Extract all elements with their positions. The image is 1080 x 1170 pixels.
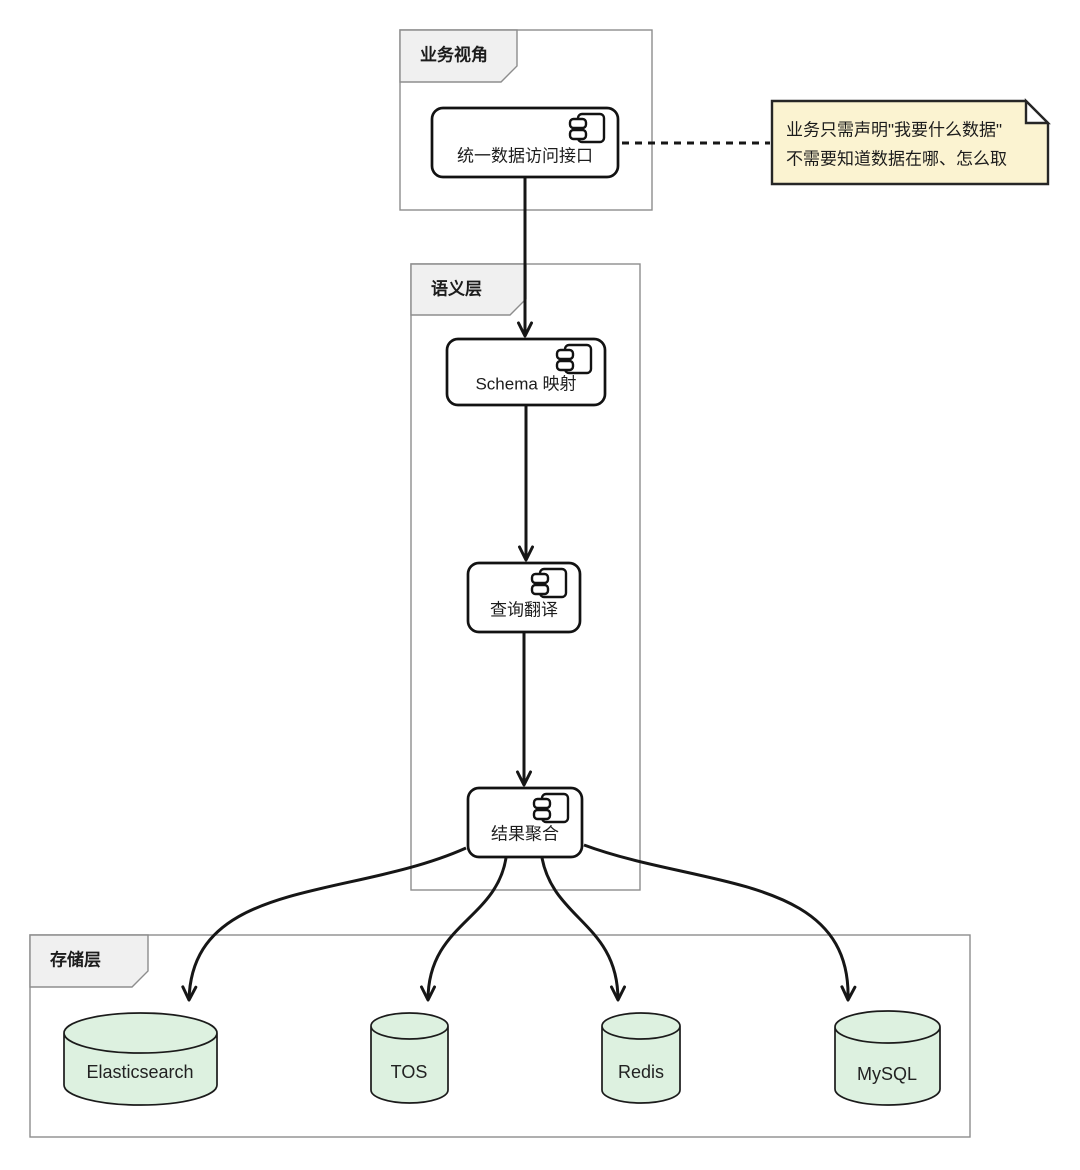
cylinder-redis [601, 1012, 681, 1104]
node-schema-label: Schema 映射 [475, 374, 577, 394]
node-schema [445, 337, 607, 407]
edge-aggregate-to-redis [540, 857, 626, 1002]
note-callout [770, 98, 1051, 186]
store-redis-label: Redis [617, 1062, 665, 1082]
edge-aggregate-to-elasticsearch [181, 846, 467, 1002]
node-api [430, 106, 620, 179]
component-icon [530, 567, 568, 599]
note-line-2: 不需要知道数据在哪、怎么取 [786, 149, 1007, 169]
node-translate [466, 561, 582, 634]
cylinder-tos [370, 1012, 449, 1104]
component-icon [568, 112, 606, 144]
edge-aggregate-to-mysql [583, 843, 857, 1002]
group-storage-label: 存储层 [50, 950, 101, 970]
component-icon [532, 792, 570, 824]
cylinder-elasticsearch [63, 1012, 218, 1106]
edges [181, 141, 857, 1002]
node-aggregate-label: 结果聚合 [491, 824, 559, 844]
node-translate-label: 查询翻译 [490, 600, 558, 620]
store-mysql-label: MySQL [856, 1064, 918, 1084]
note-line-1: 业务只需声明"我要什么数据" [786, 120, 1003, 140]
store-elasticsearch-label: Elasticsearch [86, 1062, 194, 1082]
edge-aggregate-to-tos [420, 857, 508, 1002]
note-folded-corner [1024, 98, 1051, 125]
node-aggregate [466, 786, 584, 859]
group-business-label: 业务视角 [420, 45, 488, 65]
store-tos-label: TOS [390, 1062, 428, 1082]
group-business-tab [399, 29, 518, 83]
group-semantic-tab [410, 263, 527, 316]
cylinder-mysql [834, 1010, 941, 1106]
node-api-label: 统一数据访问接口 [457, 146, 593, 166]
component-icon [555, 343, 593, 375]
group-semantic-label: 语义层 [431, 279, 482, 299]
group-storage-tab [29, 934, 149, 988]
